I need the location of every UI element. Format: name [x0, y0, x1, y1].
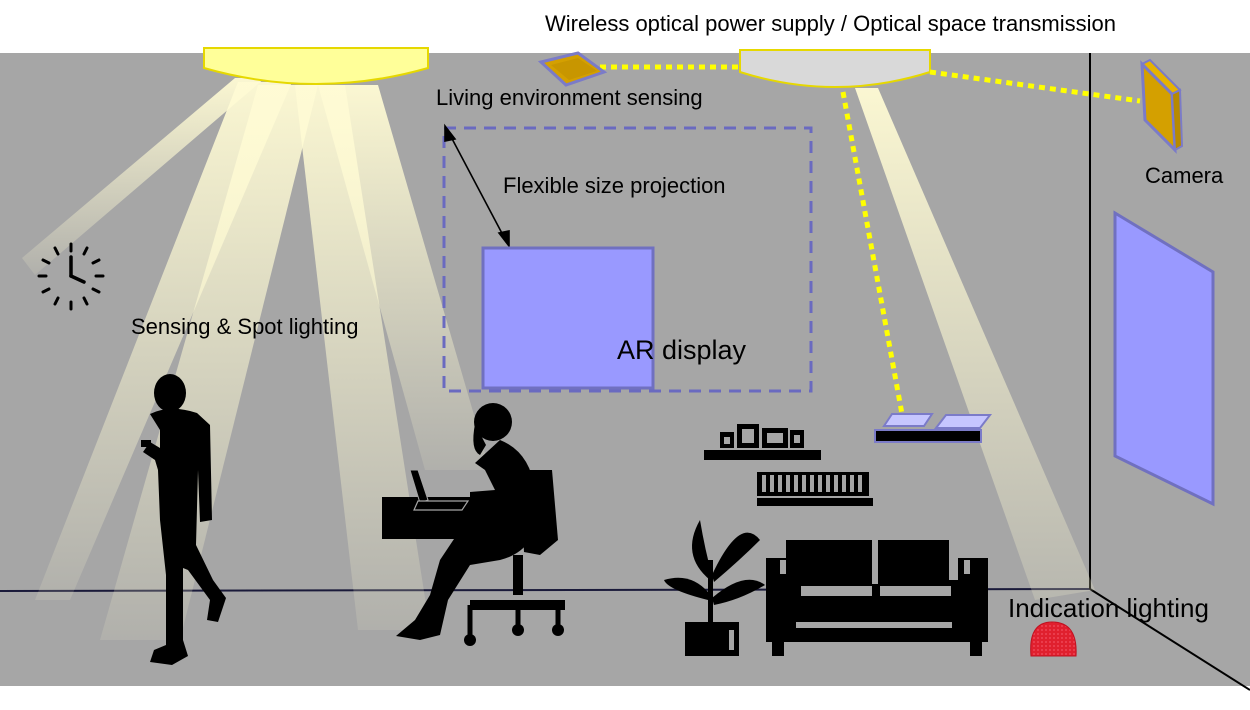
ar-display-panel: [481, 246, 655, 390]
walking-person-silhouette: [141, 374, 226, 665]
sensing-spot-lighting-label: Sensing & Spot lighting: [131, 314, 359, 339]
camera-device-icon: [1140, 58, 1184, 154]
camera-label: Camera: [1145, 163, 1224, 188]
laptop-icon: [409, 469, 470, 511]
side-wall-projection: [1113, 210, 1215, 507]
wall-optical-receivers: [874, 413, 993, 443]
sensor-device-icon: [537, 51, 608, 87]
sofa-cushion-lines: [780, 540, 970, 628]
living-sensing-label: Living environment sensing: [436, 85, 703, 110]
plant-pot-highlight: [729, 630, 734, 650]
optical-supply-label: Wireless optical power supply / Optical …: [545, 11, 1117, 36]
resize-arrow: [444, 123, 510, 249]
seated-woman-silhouette: [396, 403, 565, 646]
ar-display-label: AR display: [617, 335, 747, 365]
optical-links: [600, 64, 1141, 415]
ceiling-lamp-yellow: [203, 47, 429, 85]
flexible-projection-label: Flexible size projection: [503, 173, 726, 198]
clock-icon: [37, 242, 105, 311]
ceiling-lamp-white: [739, 49, 931, 88]
floor-corner-line: [1089, 588, 1250, 691]
shelf-frame-openings: [724, 429, 862, 492]
indication-light-beam: [855, 88, 1095, 600]
spot-light-beams: [22, 78, 490, 640]
indication-lighting-label: Indication lighting: [1008, 593, 1209, 623]
flexible-projection-frame: [442, 126, 813, 393]
indication-lamp: [1030, 621, 1077, 657]
